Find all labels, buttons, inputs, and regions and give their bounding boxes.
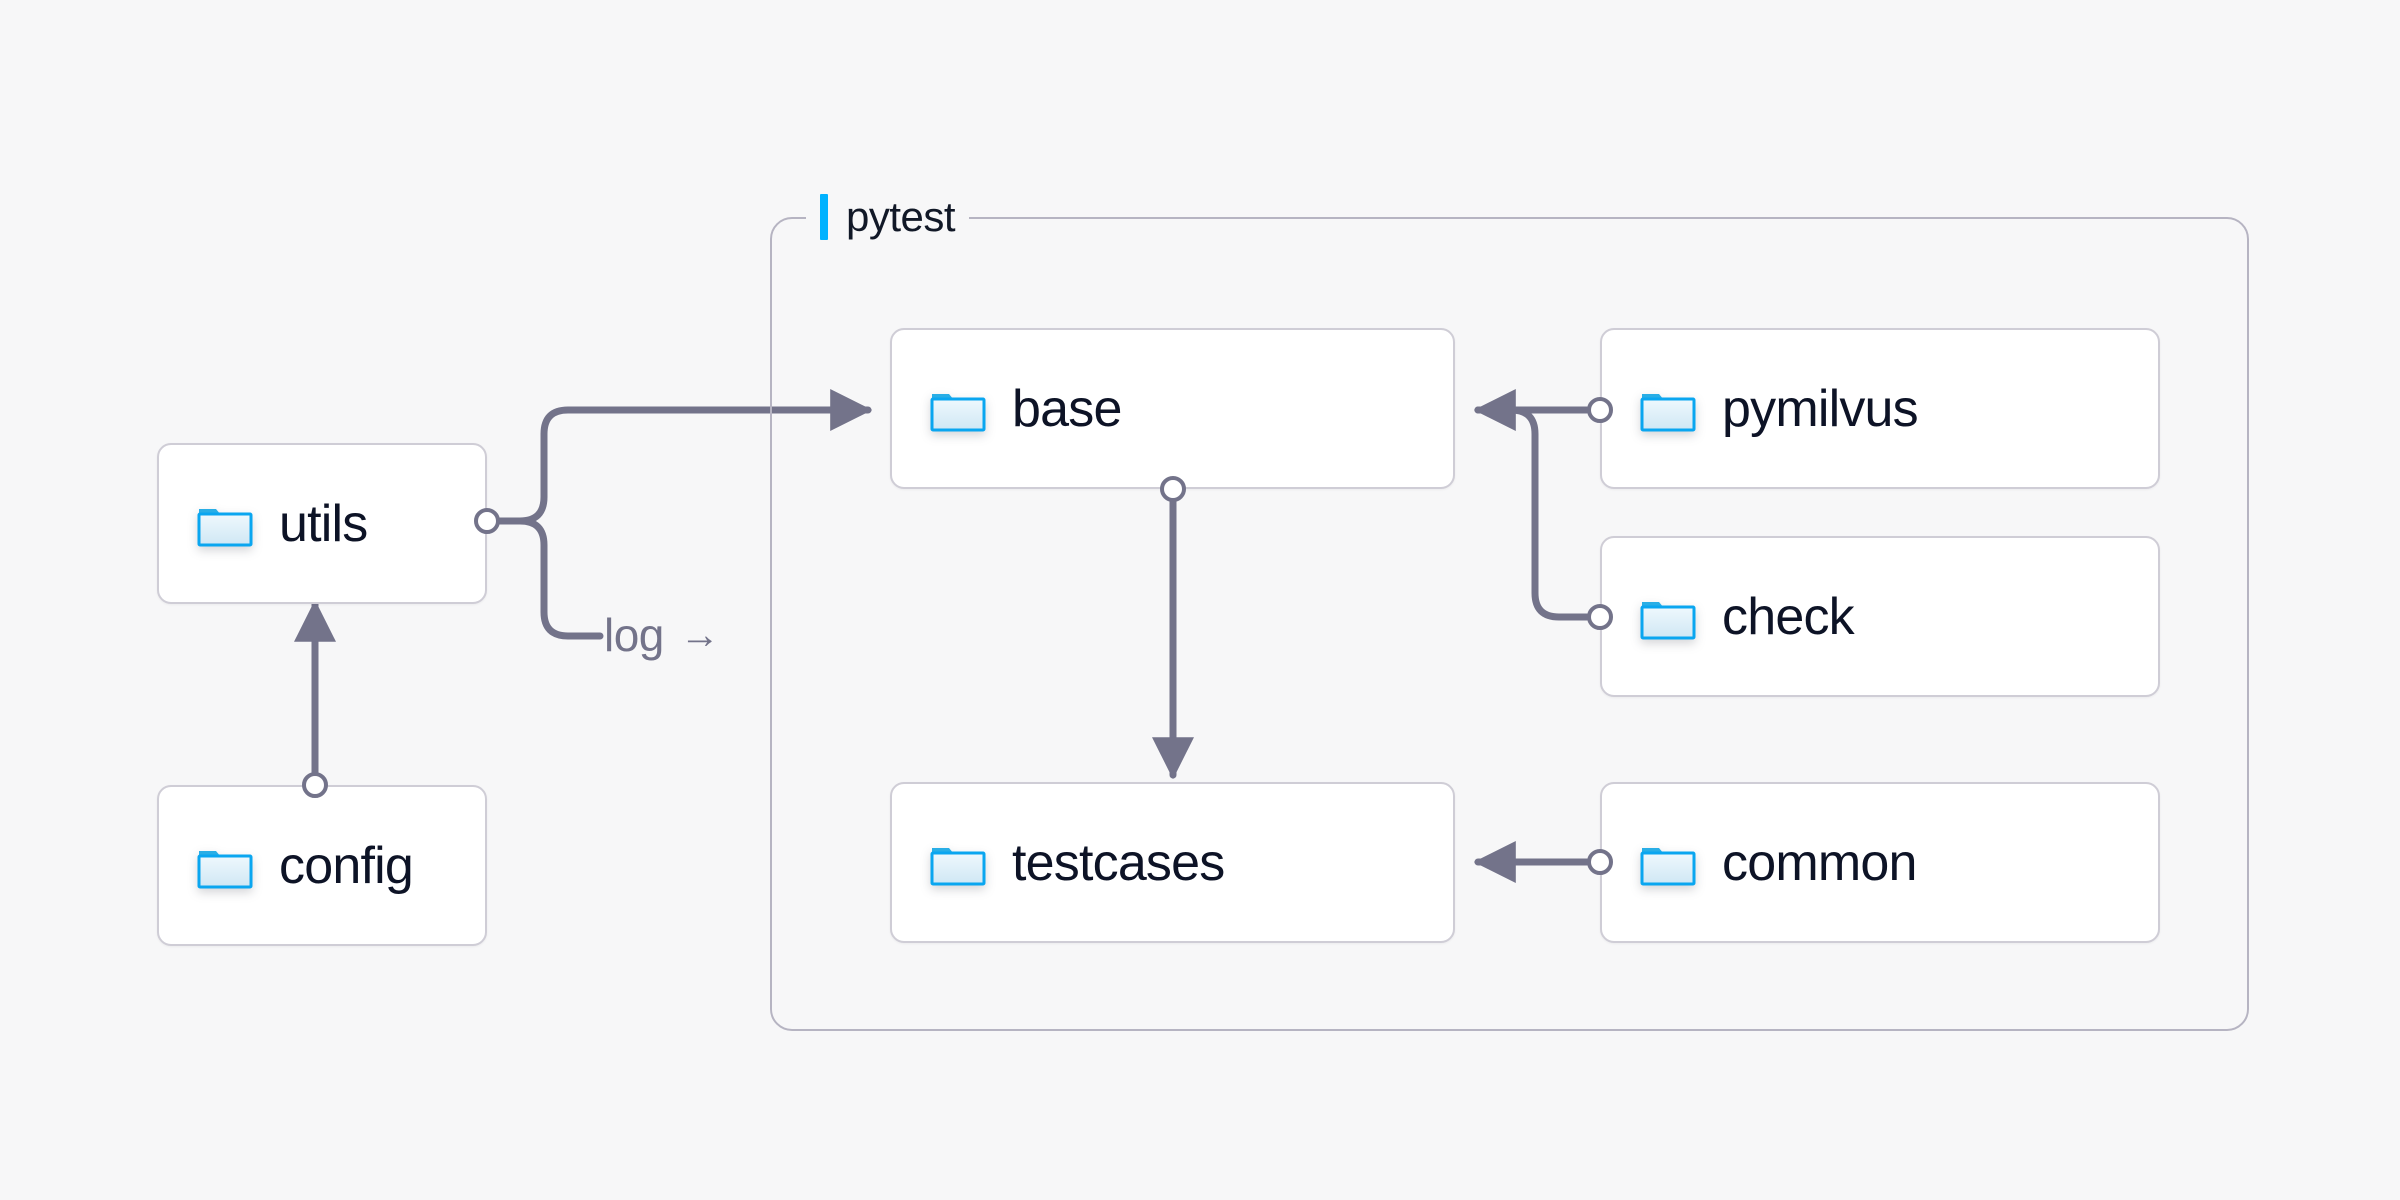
folder-icon xyxy=(197,850,253,888)
folder-icon xyxy=(930,393,986,431)
folder-icon xyxy=(930,847,986,885)
node-pymilvus[interactable]: pymilvus xyxy=(1600,328,2160,489)
arrow-right-icon: → xyxy=(679,613,720,657)
node-check-content: check xyxy=(1602,587,1855,646)
edge-utils-to-log xyxy=(483,517,604,640)
group-container-pytest xyxy=(770,217,2249,1031)
folder-icon xyxy=(197,508,253,546)
node-base-content: base xyxy=(892,383,1122,435)
node-config-content: config xyxy=(159,836,414,895)
edge-label-log-text: log xyxy=(604,609,664,661)
port-common-left[interactable] xyxy=(1587,849,1613,875)
folder-icon xyxy=(1640,601,1696,639)
node-common[interactable]: common xyxy=(1600,782,2160,943)
node-testcases-label: testcases xyxy=(1012,833,1225,892)
group-accent-bar-icon xyxy=(820,194,828,240)
node-utils-label: utils xyxy=(279,494,368,553)
port-pymilvus-left[interactable] xyxy=(1587,397,1613,423)
node-utils[interactable]: utils xyxy=(157,443,487,604)
node-common-content: common xyxy=(1602,837,1917,889)
port-config-top[interactable] xyxy=(302,772,328,798)
node-config-label: config xyxy=(279,836,414,895)
folder-icon xyxy=(1640,393,1696,431)
port-utils-right[interactable] xyxy=(474,508,500,534)
port-check-left[interactable] xyxy=(1587,604,1613,630)
node-pymilvus-content: pymilvus xyxy=(1602,379,1919,438)
edge-label-log: log → xyxy=(604,609,720,661)
node-check[interactable]: check xyxy=(1600,536,2160,697)
node-base[interactable]: base xyxy=(890,328,1455,489)
node-common-label: common xyxy=(1722,833,1917,892)
node-base-label: base xyxy=(1012,379,1122,438)
node-testcases-content: testcases xyxy=(892,833,1225,892)
node-testcases[interactable]: testcases xyxy=(890,782,1455,943)
port-base-bottom[interactable] xyxy=(1160,476,1186,502)
node-config[interactable]: config xyxy=(157,785,487,946)
group-label-text: pytest xyxy=(846,193,956,240)
group-label-pytest: pytest xyxy=(806,189,970,245)
node-utils-content: utils xyxy=(159,494,368,553)
folder-icon xyxy=(1640,847,1696,885)
node-pymilvus-label: pymilvus xyxy=(1722,379,1919,438)
node-check-label: check xyxy=(1722,587,1855,646)
